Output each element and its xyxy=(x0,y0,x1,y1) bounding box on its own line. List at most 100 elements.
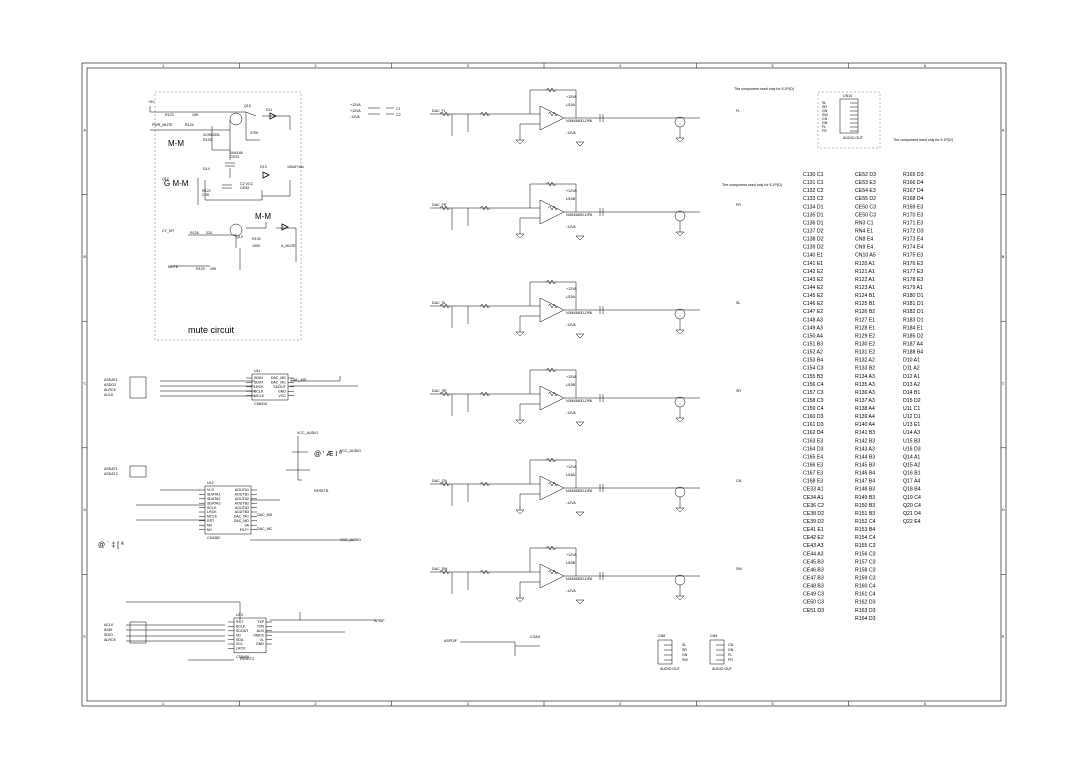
ground-symbol xyxy=(575,333,585,339)
parts-table-cell: CE36 C2 xyxy=(803,503,824,509)
parts-table-cell: R144 B3 xyxy=(855,454,875,460)
opamp-ref: U14A xyxy=(566,103,576,107)
opamp-output-label: SW xyxy=(736,567,742,571)
misc-label: ASPDIF xyxy=(444,639,458,643)
ic-pin-label: AOUTA3 xyxy=(235,506,249,510)
parts-table-cell: R136 A3 xyxy=(855,390,875,396)
left-signal-groups: ASDAT1ASDO2ALRCKACLKASDAT1ASDAT2ACLKASDI… xyxy=(104,376,147,644)
ic-pin-label: AOUTA2 xyxy=(235,497,249,501)
power-label: -12VA xyxy=(350,115,360,119)
parts-table-cell: C139 D2 xyxy=(803,245,824,251)
opamp-ref: U16B xyxy=(566,561,576,565)
border-row-label: B xyxy=(84,255,87,259)
mute-label: R126 xyxy=(190,231,199,235)
ic-pin-label: TXP xyxy=(257,620,265,624)
border-col-label: 2 xyxy=(315,64,317,68)
ic-ref: U11 xyxy=(254,369,260,373)
parts-table-cell: R166 D4 xyxy=(903,180,924,186)
parts-table-cell: R164 D3 xyxy=(855,616,876,622)
resistor-symbol xyxy=(545,87,557,93)
ground-symbol xyxy=(515,139,525,145)
parts-table-cell: CE51 D3 xyxy=(803,608,824,614)
parts-table-cell: C163 E3 xyxy=(803,438,823,444)
border-col-label: 2 xyxy=(315,702,317,706)
resistor-symbol xyxy=(439,481,451,487)
misc-label: VCC_AUDIO xyxy=(340,449,361,453)
ic-pin-label: RST xyxy=(207,519,215,523)
ic-pin-label: MCLK xyxy=(207,515,218,519)
opamp-output-label: CN xyxy=(736,479,742,483)
parts-table-cell: R125 B1 xyxy=(855,301,875,307)
ic-pin-label: DAC_MC xyxy=(271,381,287,385)
parts-table-cell: CE55 D2 xyxy=(855,196,876,202)
parts-table-cell: R178 E3 xyxy=(903,277,923,283)
misc-label: VCC_AUDIO xyxy=(297,431,318,435)
parts-table-cell: R122 A1 xyxy=(855,277,875,283)
power-label: C2 xyxy=(396,113,401,117)
transistor-symbol xyxy=(674,396,686,408)
misc-label: COAX xyxy=(530,635,541,639)
parts-table-cell: C132 C2 xyxy=(803,188,824,194)
ic-pin-label: SDOUT xyxy=(273,385,286,389)
parts-table-cell: CE45 B3 xyxy=(803,559,824,565)
note-mid: The component used only for 5.1P(D) xyxy=(722,183,782,187)
parts-table-cell: D14 B1 xyxy=(903,390,920,396)
parts-table-cell: CE38 D2 xyxy=(803,511,824,517)
parts-table-cell: CE54 E3 xyxy=(855,188,876,194)
parts-table-cell: R131 E2 xyxy=(855,350,875,356)
parts-table-cell: R167 D4 xyxy=(903,188,924,194)
ground-symbol xyxy=(575,511,585,517)
opamp-rail: -12VA xyxy=(566,323,576,327)
power-label: +12VA xyxy=(350,103,361,107)
resistor-symbol xyxy=(547,391,559,397)
ic-pin-label: DAC_MC xyxy=(234,515,250,519)
parts-table-cell: Q20 C4 xyxy=(903,503,921,509)
mute-label: 10K xyxy=(192,113,199,117)
parts-table-cell: C166 E3 xyxy=(803,463,823,469)
mute-label: D11 xyxy=(266,108,272,112)
power-label: C1 xyxy=(396,107,401,111)
mute-label: Q12 xyxy=(162,177,169,181)
mute-label: 10K xyxy=(210,267,217,271)
parts-table-cell: Q18 B4 xyxy=(903,487,921,493)
cn10-dashed-frame xyxy=(817,91,881,149)
parts-table-cell: U13 E1 xyxy=(903,422,920,428)
opamp-rail: -12VA xyxy=(566,501,576,505)
resistor-symbol xyxy=(479,391,491,397)
power-label: +12VA xyxy=(350,109,361,113)
mute-label: 100uF/16v xyxy=(287,165,304,169)
parts-table-cell: C167 E3 xyxy=(803,471,823,477)
parts-table-cell: R179 A1 xyxy=(903,285,923,291)
opamp-ref: U14B xyxy=(566,197,576,201)
connector-label: AUDIO OUT xyxy=(660,667,681,671)
ic-pin-label: GND xyxy=(278,389,286,393)
parts-table-cell: R163 D3 xyxy=(855,608,876,614)
ic-pin-label: AOUTB2 xyxy=(235,501,249,505)
ic-pin-label: SDAT xyxy=(254,381,264,385)
parts-table-cell: C157 C3 xyxy=(803,390,824,396)
parts-table-cell: R121 A1 xyxy=(855,269,875,275)
opamp-part: NJM4580D-DPA xyxy=(566,399,593,403)
resistor-network xyxy=(129,621,147,644)
opamp-ref: U15A xyxy=(566,295,576,299)
parts-table-cell: C162 D4 xyxy=(803,430,824,436)
mute-block-title: mute circuit xyxy=(188,325,235,335)
resistor-symbol xyxy=(547,481,559,487)
connector-label: AUDIO OUT xyxy=(843,136,864,140)
ic-ref: U13 xyxy=(236,613,243,617)
opamp-part: NJM4580D-DPA xyxy=(566,577,593,581)
resistor-symbol xyxy=(439,391,451,397)
parts-table-cell: CE33 A1 xyxy=(803,487,824,493)
mute-label: Q13 xyxy=(236,235,243,239)
parts-table-cell: R128 E1 xyxy=(855,325,875,331)
parts-table-cell: CE53 E3 xyxy=(855,180,876,186)
capacitor-symbol xyxy=(599,572,604,580)
resistor-symbol xyxy=(439,303,451,309)
resistor-symbol xyxy=(545,279,557,285)
resistor-symbol xyxy=(547,111,559,117)
parts-table-cell: R124 B1 xyxy=(855,293,875,299)
mute-block-frame xyxy=(154,91,302,341)
ic-pin-label: SDOUT xyxy=(236,629,249,633)
